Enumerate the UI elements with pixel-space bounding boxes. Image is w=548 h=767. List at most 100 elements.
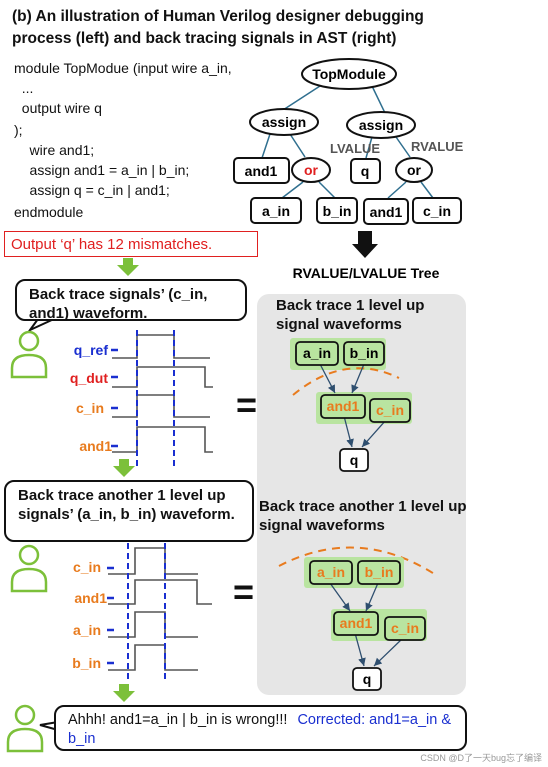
ast-node-assign xyxy=(346,111,416,139)
flow-arrows xyxy=(113,258,139,702)
panel-node-a-in xyxy=(309,560,353,585)
ast-edge xyxy=(420,181,434,199)
figure-title: (b) An illustration of Human Verilog des… xyxy=(12,8,424,47)
ast-root-label: TopModule xyxy=(312,66,386,82)
ast-node-root xyxy=(301,58,397,90)
green-down-arrow-icon xyxy=(113,459,135,477)
svg-text:c_in: c_in xyxy=(376,402,404,418)
ast-edge xyxy=(261,133,271,159)
code-line: assign and1 = a_in | b_in; xyxy=(14,162,190,178)
bubble-correction: Corrected: and1=a_in & b_in xyxy=(68,712,451,747)
svg-text:q: q xyxy=(350,452,359,468)
ast-edge xyxy=(387,181,407,199)
waveform-a-in xyxy=(108,611,198,638)
bubble-conclusion: Ahhh! and1=a_in | b_in is wrong!!! xyxy=(68,712,288,728)
panel-heading-2: Back trace another 1 level up signal wav… xyxy=(259,498,467,534)
waveform-short-ticks xyxy=(111,348,118,448)
ast-edge xyxy=(395,136,411,158)
ast-edge xyxy=(281,181,304,199)
cut-line xyxy=(292,367,400,396)
person-icon xyxy=(10,330,48,379)
svg-text:c_in: c_in xyxy=(391,620,419,636)
panel-node-and1 xyxy=(320,394,366,419)
ast-b-in-label: b_in xyxy=(323,203,352,219)
ast-node-and1-leaf xyxy=(363,198,409,225)
ast-node-c-in xyxy=(412,197,462,224)
ast-or-label: or xyxy=(407,162,422,178)
ast-node-assign xyxy=(249,108,319,136)
svg-text:a_in: a_in xyxy=(303,345,331,361)
ast-and1-leaf-label: and1 xyxy=(370,204,403,220)
panel-heading-1: Back trace 1 level up signal waveforms xyxy=(276,297,425,333)
signal-label-c-in: c_in xyxy=(72,559,101,575)
signal-label-q-dut: q_dut xyxy=(69,370,108,386)
ast-a-in-label: a_in xyxy=(262,203,290,219)
code-line: module TopModue (input wire a_in, xyxy=(14,60,232,76)
waveform-q-dut xyxy=(112,366,213,388)
lvalue-label: LVALUE xyxy=(330,141,380,156)
speech-bubble-2: Back trace another 1 level up signals’ (… xyxy=(4,480,254,542)
equals-sign: = xyxy=(233,571,255,612)
ast-node-a-in xyxy=(250,197,302,224)
panel-node-q xyxy=(352,667,382,691)
waveform-c-in xyxy=(108,547,198,575)
down-arrow-icon xyxy=(352,231,378,258)
speech-bubble-1: Back trace signals’ (c_in, and1) wavefor… xyxy=(15,279,247,322)
person-icon xyxy=(10,544,48,593)
rvalue-label: RVALUE xyxy=(411,139,464,154)
ast-node-or xyxy=(291,157,331,183)
panel-tree-2: a_in b_in and1 c_in q xyxy=(278,546,437,691)
watermark: CSDN @D了一天bug忘了编译 xyxy=(420,753,542,763)
svg-text:b_in: b_in xyxy=(350,345,379,361)
panel-tree-1: a_in b_in and1 c_in q xyxy=(290,338,412,472)
svg-text:and1: and1 xyxy=(340,615,373,631)
ast-node-and1 xyxy=(233,157,290,184)
panel-node-and1 xyxy=(333,611,379,636)
ast-caption: RVALUE/LVALUE Tree xyxy=(293,265,440,281)
ast-edge xyxy=(371,85,386,114)
green-down-arrow-icon xyxy=(117,258,139,276)
ast-assign-label: assign xyxy=(262,114,306,130)
ast-q-label: q xyxy=(361,163,370,179)
signal-label-q-ref: q_ref xyxy=(73,342,108,358)
code-line: ); xyxy=(14,122,23,138)
equals-sign: = xyxy=(236,384,258,425)
signal-label-c-in: c_in xyxy=(75,400,104,416)
code-line: endmodule xyxy=(14,204,84,220)
waveform-group-1 xyxy=(112,334,213,453)
waveform-short-ticks xyxy=(107,566,114,665)
ast-c-in-label: c_in xyxy=(423,203,451,219)
ast-edge xyxy=(318,181,336,199)
waveform-and1 xyxy=(108,579,212,605)
signal-label-b-in: b_in xyxy=(72,655,101,671)
panel-node-b-in xyxy=(357,560,401,585)
panel-node-c-in xyxy=(369,398,411,423)
speech-bubble-3: Ahhh! and1=a_in | b_in is wrong!!! Corre… xyxy=(54,705,467,751)
waveform-c-in xyxy=(112,394,210,418)
ast-node-b-in xyxy=(316,197,358,224)
ast-and1-label: and1 xyxy=(245,163,278,179)
waveform-q-ref xyxy=(112,334,210,359)
signal-label-and1: and1 xyxy=(74,590,107,606)
person-icon xyxy=(6,704,44,753)
ast-or-label: or xyxy=(304,162,319,178)
waveform-b-in xyxy=(108,644,198,671)
code-line: assign q = c_in | and1; xyxy=(14,182,170,198)
panel-node-q xyxy=(339,448,369,472)
ast-node-or xyxy=(395,157,433,183)
green-down-arrow-icon xyxy=(113,684,135,702)
code-line: ... xyxy=(14,80,34,96)
waveform-group-2 xyxy=(108,547,212,671)
panel-node-c-in xyxy=(384,616,426,641)
ast-tree: TopModule assign assign LVALUE RVALUE an… xyxy=(233,58,464,281)
ast-edge xyxy=(282,85,321,111)
panel-node-a-in xyxy=(295,341,339,366)
ast-node-q xyxy=(350,158,381,184)
signal-label-and1: and1 xyxy=(79,438,112,454)
svg-text:b_in: b_in xyxy=(365,564,394,580)
cut-line xyxy=(278,546,437,576)
signal-label-a-in: a_in xyxy=(72,622,101,638)
code-line: wire and1; xyxy=(14,142,95,158)
ast-edge xyxy=(365,136,373,159)
